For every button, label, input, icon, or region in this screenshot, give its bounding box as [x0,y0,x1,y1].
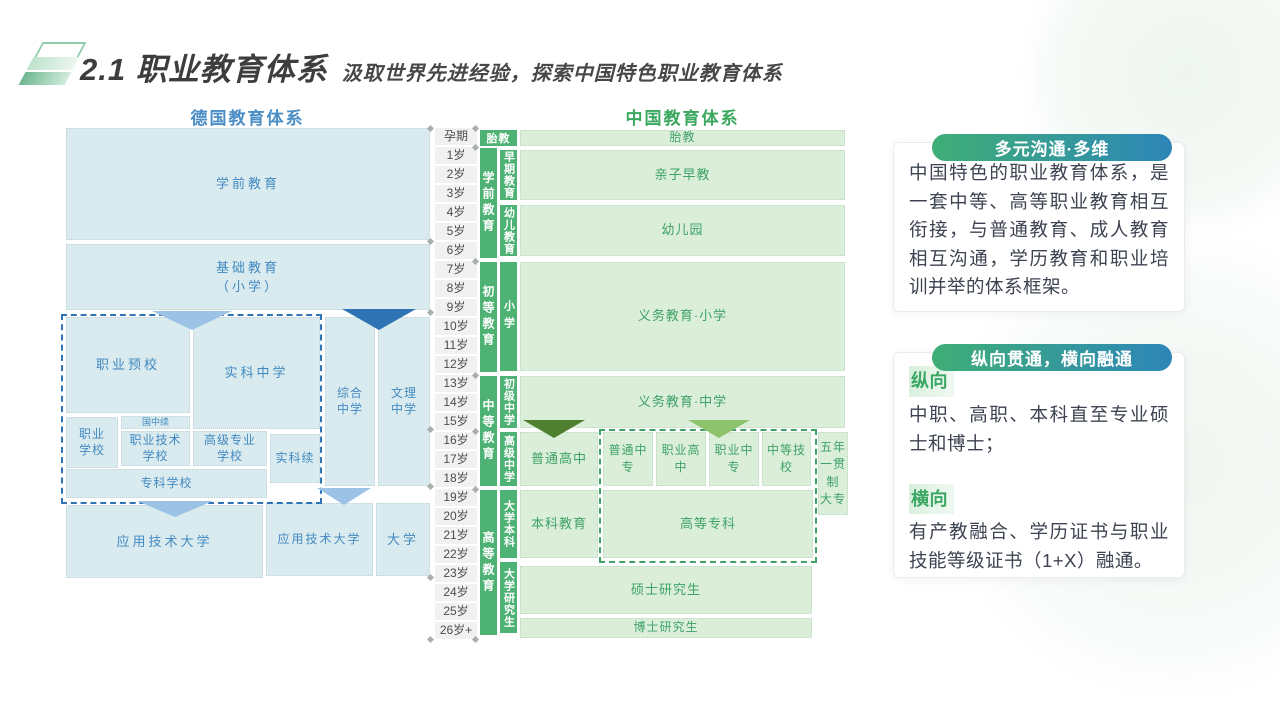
german-box-specialist-school: 专科学校 [66,469,267,498]
china-box-five-year: 五年 一贯 制 大专 [818,432,848,515]
china-bar-senior-middle: 高级中学 [500,432,517,486]
card-body-text: 中国特色的职业教育体系，是一套中等、高等职业教育相互衔接，与普通教育、成人教育相… [909,162,1169,297]
german-box-realschule: 实科中学 [193,317,320,429]
card-multi-communication: 中国特色的职业教育体系，是一套中等、高等职业教育相互衔接，与普通教育、成人教育相… [893,142,1185,312]
china-bar-taijiao: 胎教 [480,130,517,146]
card-vertical-horizontal: 纵向 中职、高职、本科直至专业硕士和博士； 横向 有产教融合、学历证书与职业技能… [893,352,1185,578]
age-cell: 13岁 [435,375,477,392]
age-cell: 23岁 [435,565,477,582]
age-cell: 6岁 [435,242,477,259]
german-box-applied-univ-mid: 应用技术大学 [266,503,373,576]
china-box-compulsory-primary: 义务教育·小学 [520,262,845,371]
arrow-down-green-dark-icon [523,420,585,438]
china-box-general-high: 普通高中 [520,432,598,486]
german-box-preschool: 学前教育 [66,128,430,240]
age-cell: 20岁 [435,508,477,525]
china-box-master: 硕士研究生 [520,566,812,614]
vertical-label: 纵向 [909,366,954,397]
german-box-university: 大学 [376,503,430,576]
china-bar-postgraduate: 大学研究生 [500,562,517,633]
german-box-continuation: 国中续 [121,416,190,429]
age-cell: 16岁 [435,432,477,449]
age-cell: 8岁 [435,280,477,297]
china-box-higher-vocational: 高等专科 [603,490,813,558]
header: 2.1 职业教育体系 汲取世界先进经验，探索中国特色职业教育体系 [80,44,783,89]
age-cell: 24岁 [435,584,477,601]
page-subtitle: 汲取世界先进经验，探索中国特色职业教育体系 [341,63,783,85]
china-bar-secondary: 中等教育 [480,376,497,486]
age-cell: 9岁 [435,299,477,316]
german-box-applied-univ-left: 应用技术大学 [66,505,263,578]
age-cell: 25岁 [435,603,477,620]
china-bar-undergraduate: 大学本科 [500,490,517,558]
card-header-pill: 多元沟通·多维 [932,134,1172,161]
german-box-gymnasium: 文理 中学 [378,317,430,486]
german-box-comprehensive: 综合 中学 [325,317,375,486]
page-title: 2.1 职业教育体系 [80,52,328,87]
card-header-pill: 纵向贯通，横向融通 [932,344,1172,371]
age-cell: 17岁 [435,451,477,468]
china-bar-early-education: 早期教育 [500,150,517,200]
german-box-vocational-school: 职业 学校 [66,417,118,468]
german-vocational-group-outline [61,314,322,504]
china-box-undergraduate-edu: 本科教育 [520,490,598,558]
china-box-technical-school: 中等技校 [762,432,811,486]
china-box-vocational-high: 职业高中 [656,432,706,486]
age-cell: 26岁+ [435,622,477,639]
china-box-taijiao: 胎教 [520,130,845,146]
china-vocational-group-outline [599,429,817,563]
age-cell: 19岁 [435,489,477,506]
china-box-doctor: 博士研究生 [520,618,812,638]
china-box-vocational-secondary: 职业中专 [709,432,759,486]
china-box-general-secondary: 普通中专 [603,432,653,486]
age-cell: 22岁 [435,546,477,563]
diamond-marker [426,308,435,317]
german-box-realschule-cont: 实科续 [270,434,320,483]
age-cell: 2岁 [435,166,477,183]
age-cell: 5岁 [435,223,477,240]
china-bar-junior-middle: 初级中学 [500,376,517,428]
arrow-down-blue-light-icon [137,501,213,517]
diamond-marker [426,482,435,491]
horizontal-label: 横向 [909,483,954,514]
diamond-marker [426,635,435,644]
age-column: 孕期 1岁 2岁 3岁 4岁 5岁 6岁 7岁 8岁 9岁 10岁 11岁 12岁 13岁 14岁 15岁 16… [435,128,477,641]
title-deco-icon [18,40,87,92]
age-cell: 10岁 [435,318,477,335]
vertical-text: 中职、高职、本科直至专业硕士和博士； [909,403,1169,454]
china-box-qinzi: 亲子早教 [520,150,845,200]
china-bar-preschool: 学前教育 [480,148,497,258]
age-cell: 11岁 [435,337,477,354]
age-cell: 1岁 [435,147,477,164]
arrow-down-blue-light-icon [152,311,232,330]
arrow-down-blue-dark-icon [342,309,416,330]
china-bar-primary: 初等教育 [480,262,497,372]
horizontal-text: 有产教融合、学历证书与职业技能等级证书（1+X）融通。 [909,521,1169,571]
age-cell: 12岁 [435,356,477,373]
age-cell: 7岁 [435,261,477,278]
german-box-vocational-pre: 职业预校 [66,317,190,413]
german-system-title: 德国教育体系 [190,109,305,128]
age-cell: 18岁 [435,470,477,487]
china-box-compulsory-middle: 义务教育·中学 [520,376,845,428]
diamond-marker [471,635,480,644]
age-cell: 21岁 [435,527,477,544]
age-cell: 3岁 [435,185,477,202]
age-cell: 孕期 [435,128,477,145]
german-box-senior-professional: 高级专业 学校 [193,431,267,466]
arrow-down-green-light-icon [688,420,750,438]
age-cell: 14岁 [435,394,477,411]
german-box-primary: 基础教育 （小学） [66,244,430,310]
china-bar-xiaoxue: 小学 [500,262,517,371]
diamond-marker [426,573,435,582]
arrow-down-blue-light-icon [317,488,371,505]
german-box-vocational-tech: 职业技术 学校 [121,431,190,466]
age-cell: 15岁 [435,413,477,430]
china-bar-higher: 高等教育 [480,490,497,635]
china-bar-kindergarten-stage: 幼儿教育 [500,205,517,256]
china-box-kindergarten: 幼儿园 [520,205,845,256]
age-cell: 4岁 [435,204,477,221]
china-system-title: 中国教育体系 [625,109,740,128]
